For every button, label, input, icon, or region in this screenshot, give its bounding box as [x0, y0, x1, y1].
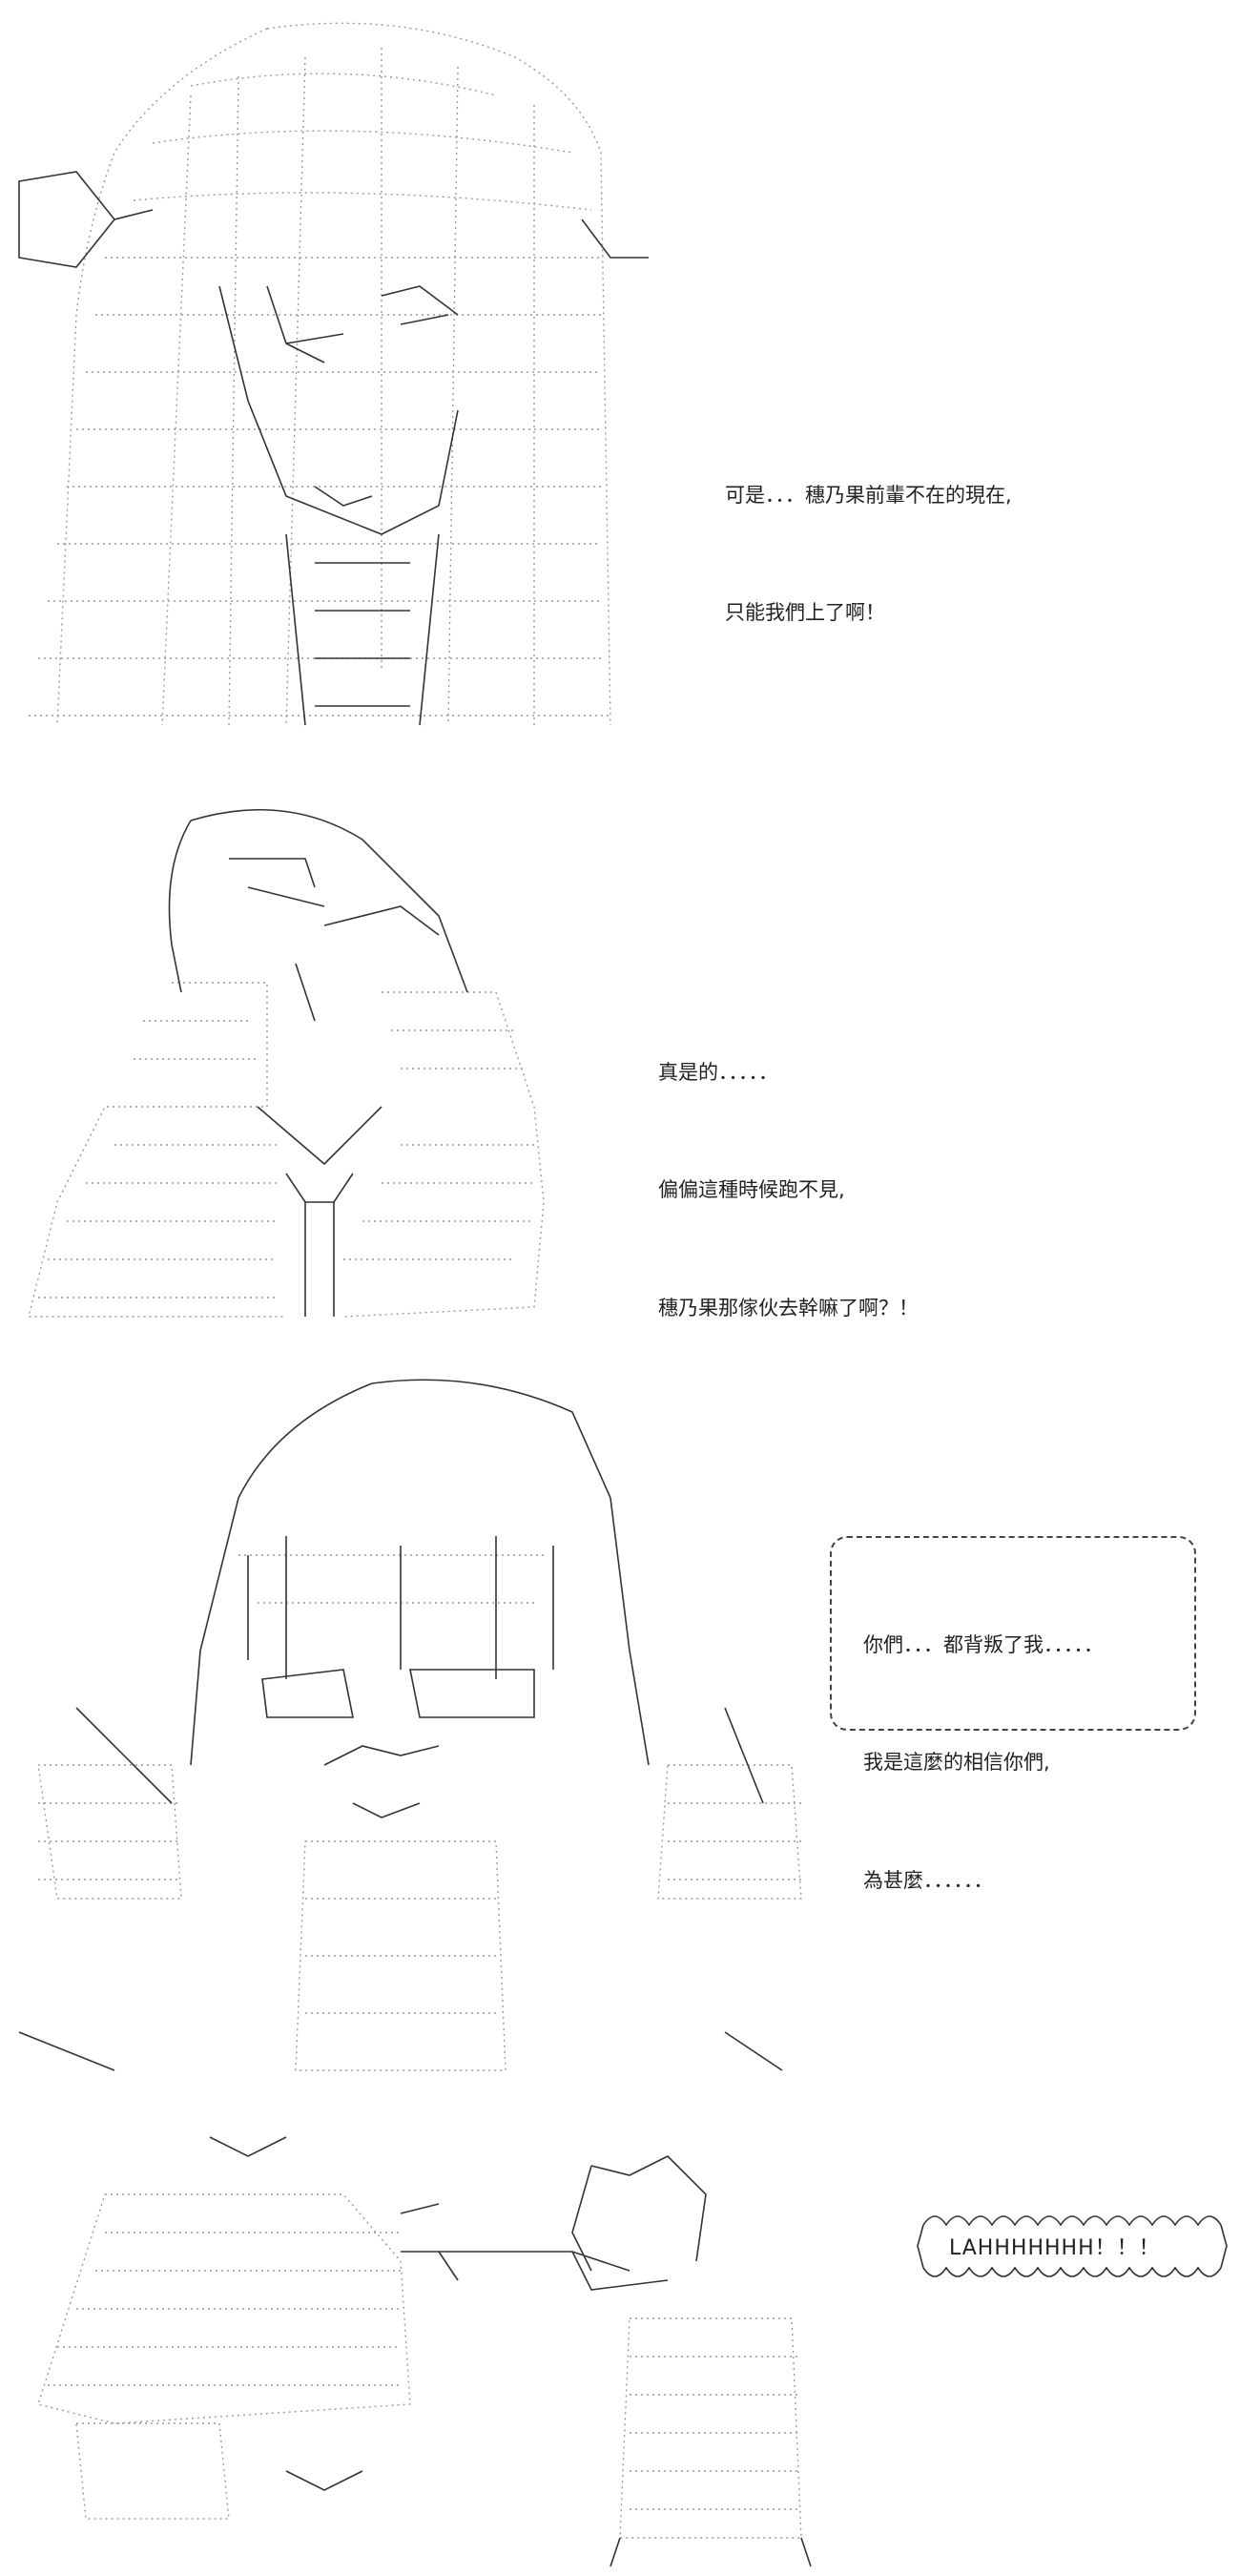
dialog-panel-3: 你們．．．都背叛了我．．．．． 我是這麼的相信你們, 為甚麼．．．．．． — [863, 1550, 1104, 1974]
panel-4: LAHHHHHHH！！！ — [0, 2118, 1240, 2576]
ascii-art-fight-scene — [0, 2118, 1240, 2576]
dialog-line: 偏偏這種時候跑不見, — [658, 1178, 845, 1201]
panel-3: 你們．．．都背叛了我．．．．． 我是這麼的相信你們, 為甚麼．．．．．． — [0, 1364, 1240, 2109]
shout-text: LAHHHHHHH！！！ — [949, 2236, 1161, 2260]
dialog-line: 為甚麼．．．．．． — [863, 1868, 994, 1892]
dialog-panel-2: 真是的．．．．． 偏偏這種時候跑不見, 穗乃果那傢伙去幹嘛了啊？！ — [658, 978, 919, 1402]
dialog-line: 可是．．．穗乃果前輩不在的現在, — [725, 483, 1012, 507]
panel-2: 真是的．．．．． 偏偏這種時候跑不見, 穗乃果那傢伙去幹嘛了啊？！ — [0, 801, 1240, 1336]
dialog-line: 只能我們上了啊！ — [725, 601, 885, 624]
speech-bubble — [830, 1536, 1196, 1731]
ascii-art-character-3 — [0, 1364, 1240, 2109]
dialog-line: 穗乃果那傢伙去幹嘛了啊？！ — [658, 1296, 919, 1319]
dialog-panel-1: 可是．．．穗乃果前輩不在的現在, 只能我們上了啊！ — [725, 401, 1012, 707]
dialog-line: 真是的．．．．． — [658, 1060, 778, 1084]
shout-bubble-frame — [917, 2215, 1228, 2277]
panel-1: 可是．．．穗乃果前輩不在的現在, 只能我們上了啊！ — [0, 0, 1240, 754]
dialog-line: 我是這麼的相信你們, — [863, 1751, 1050, 1774]
ascii-art-character-1 — [0, 0, 1240, 754]
ascii-art-character-2 — [0, 801, 1240, 1336]
dialog-line: 你們．．．都背叛了我．．．．． — [863, 1632, 1104, 1656]
